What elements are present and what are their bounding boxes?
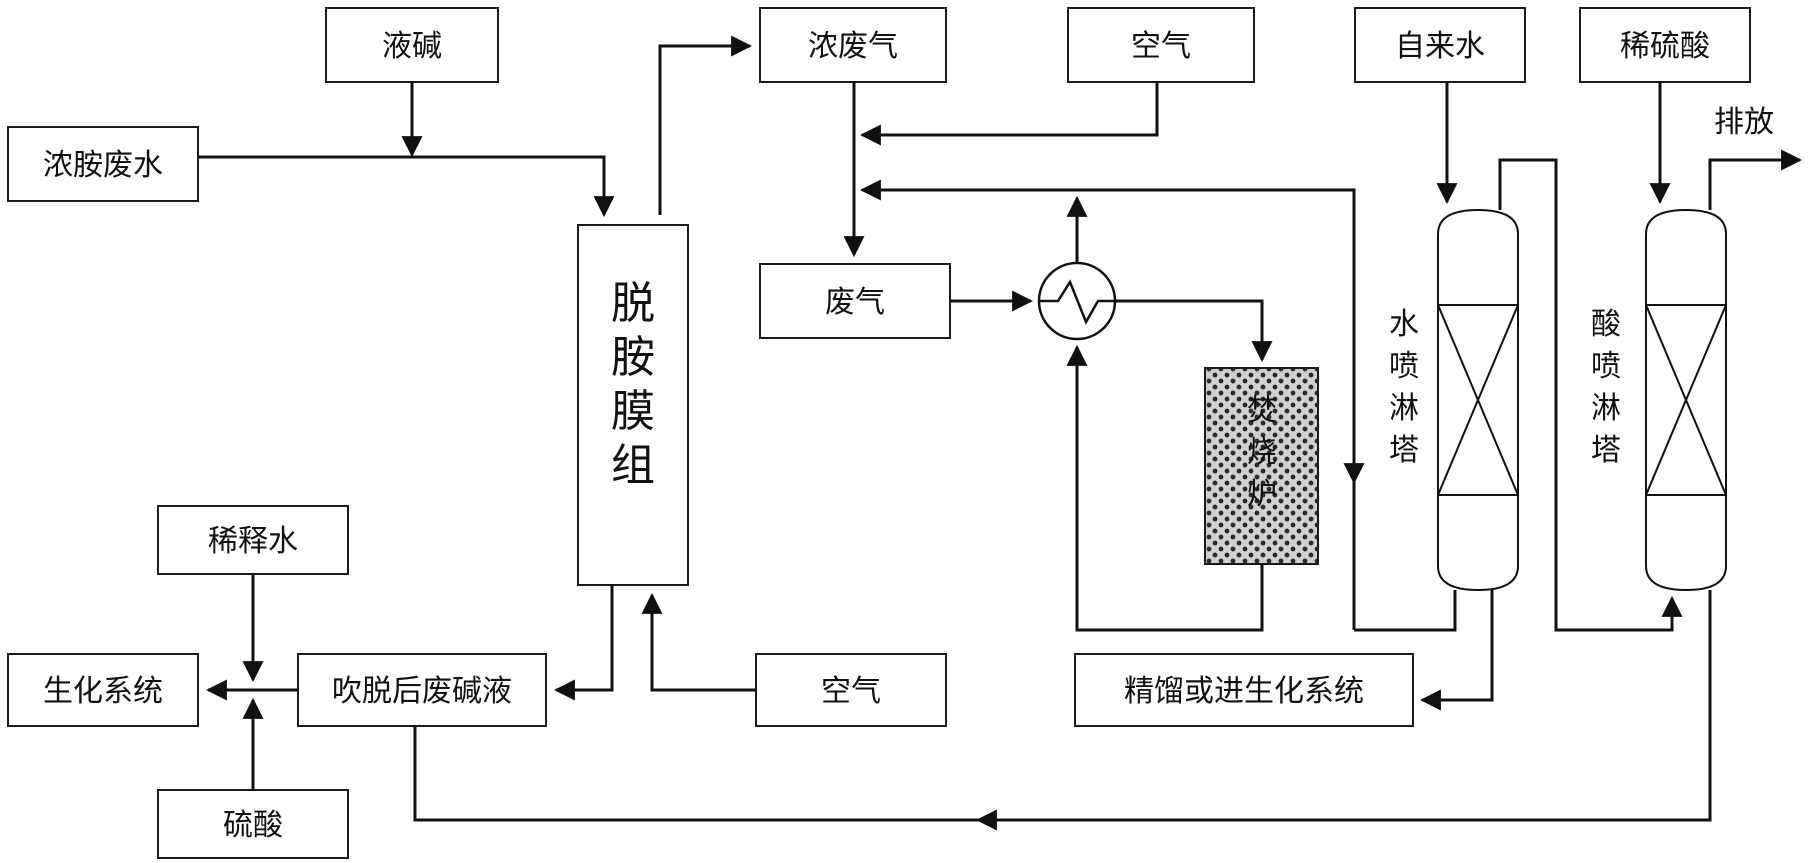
flow-module-to-conc-gas [658, 35, 753, 215]
flow-incinerator-return [1066, 344, 1264, 632]
air-top-box: 空气 [1067, 7, 1255, 83]
biochemical-system-box: 生化系统 [7, 653, 199, 727]
rectification-label: 精馏或进生化系统 [1124, 674, 1364, 709]
spent-alkali-box: 吹脱后废碱液 [297, 653, 547, 727]
flow-to-rectification [1419, 590, 1494, 711]
sulfuric-acid-box: 硫酸 [157, 789, 349, 859]
heat-exchanger-icon [1037, 261, 1117, 341]
dilution-water-label: 稀释水 [208, 524, 298, 559]
flow-wastewater-to-module [198, 155, 615, 218]
incinerator-label: 焚烧炉 [1247, 393, 1277, 512]
tap-water-box: 自来水 [1354, 7, 1526, 83]
deamination-module-box: 脱胺膜组 [577, 224, 689, 586]
air-bottom-label: 空气 [821, 674, 881, 709]
dilution-water-box: 稀释水 [157, 505, 349, 575]
flow-air-top [859, 82, 1159, 146]
water-spray-tower [1437, 208, 1519, 592]
flow-exchanger-to-incinerator [1116, 299, 1273, 363]
dilute-sulfuric-acid-box: 稀硫酸 [1579, 7, 1751, 83]
water-spray-tower-label: 水喷淋塔 [1389, 307, 1419, 468]
sulfuric-acid-label: 硫酸 [223, 808, 283, 843]
spent-alkali-label: 吹脱后废碱液 [332, 674, 512, 709]
waste-gas-label: 废气 [825, 285, 885, 320]
flow-acid-tower-return [413, 590, 1712, 822]
flow-air-bottom-to-module [641, 592, 756, 692]
liquid-alkali-box: 液碱 [325, 7, 499, 83]
deamination-module-label: 脱胺膜组 [611, 278, 655, 491]
acid-spray-tower-label: 酸喷淋塔 [1591, 307, 1621, 468]
flow-water-tower-bottom [1354, 590, 1457, 632]
acid-spray-tower [1645, 208, 1727, 592]
conc-waste-gas-label: 浓废气 [808, 29, 898, 64]
liquid-alkali-label: 液碱 [382, 29, 442, 64]
dilute-sulfuric-acid-label: 稀硫酸 [1620, 29, 1710, 64]
conc-amine-wastewater-box: 浓胺废水 [7, 126, 199, 202]
tap-water-label: 自来水 [1395, 29, 1485, 64]
rectification-box: 精馏或进生化系统 [1074, 653, 1414, 727]
flow-module-to-spent-alkali [553, 585, 614, 701]
conc-waste-gas-box: 浓废气 [759, 7, 947, 83]
flow-to-discharge [1708, 149, 1803, 210]
biochemical-system-label: 生化系统 [43, 674, 163, 709]
air-bottom-box: 空气 [755, 653, 947, 727]
air-top-label: 空气 [1131, 29, 1191, 64]
incinerator: 焚烧炉 [1204, 367, 1319, 565]
conc-amine-wastewater-label: 浓胺废水 [43, 148, 163, 183]
discharge-label: 排放 [1714, 105, 1774, 140]
waste-gas-box: 废气 [759, 263, 951, 339]
flow-water-tower-to-acid-tower [1498, 158, 1683, 632]
